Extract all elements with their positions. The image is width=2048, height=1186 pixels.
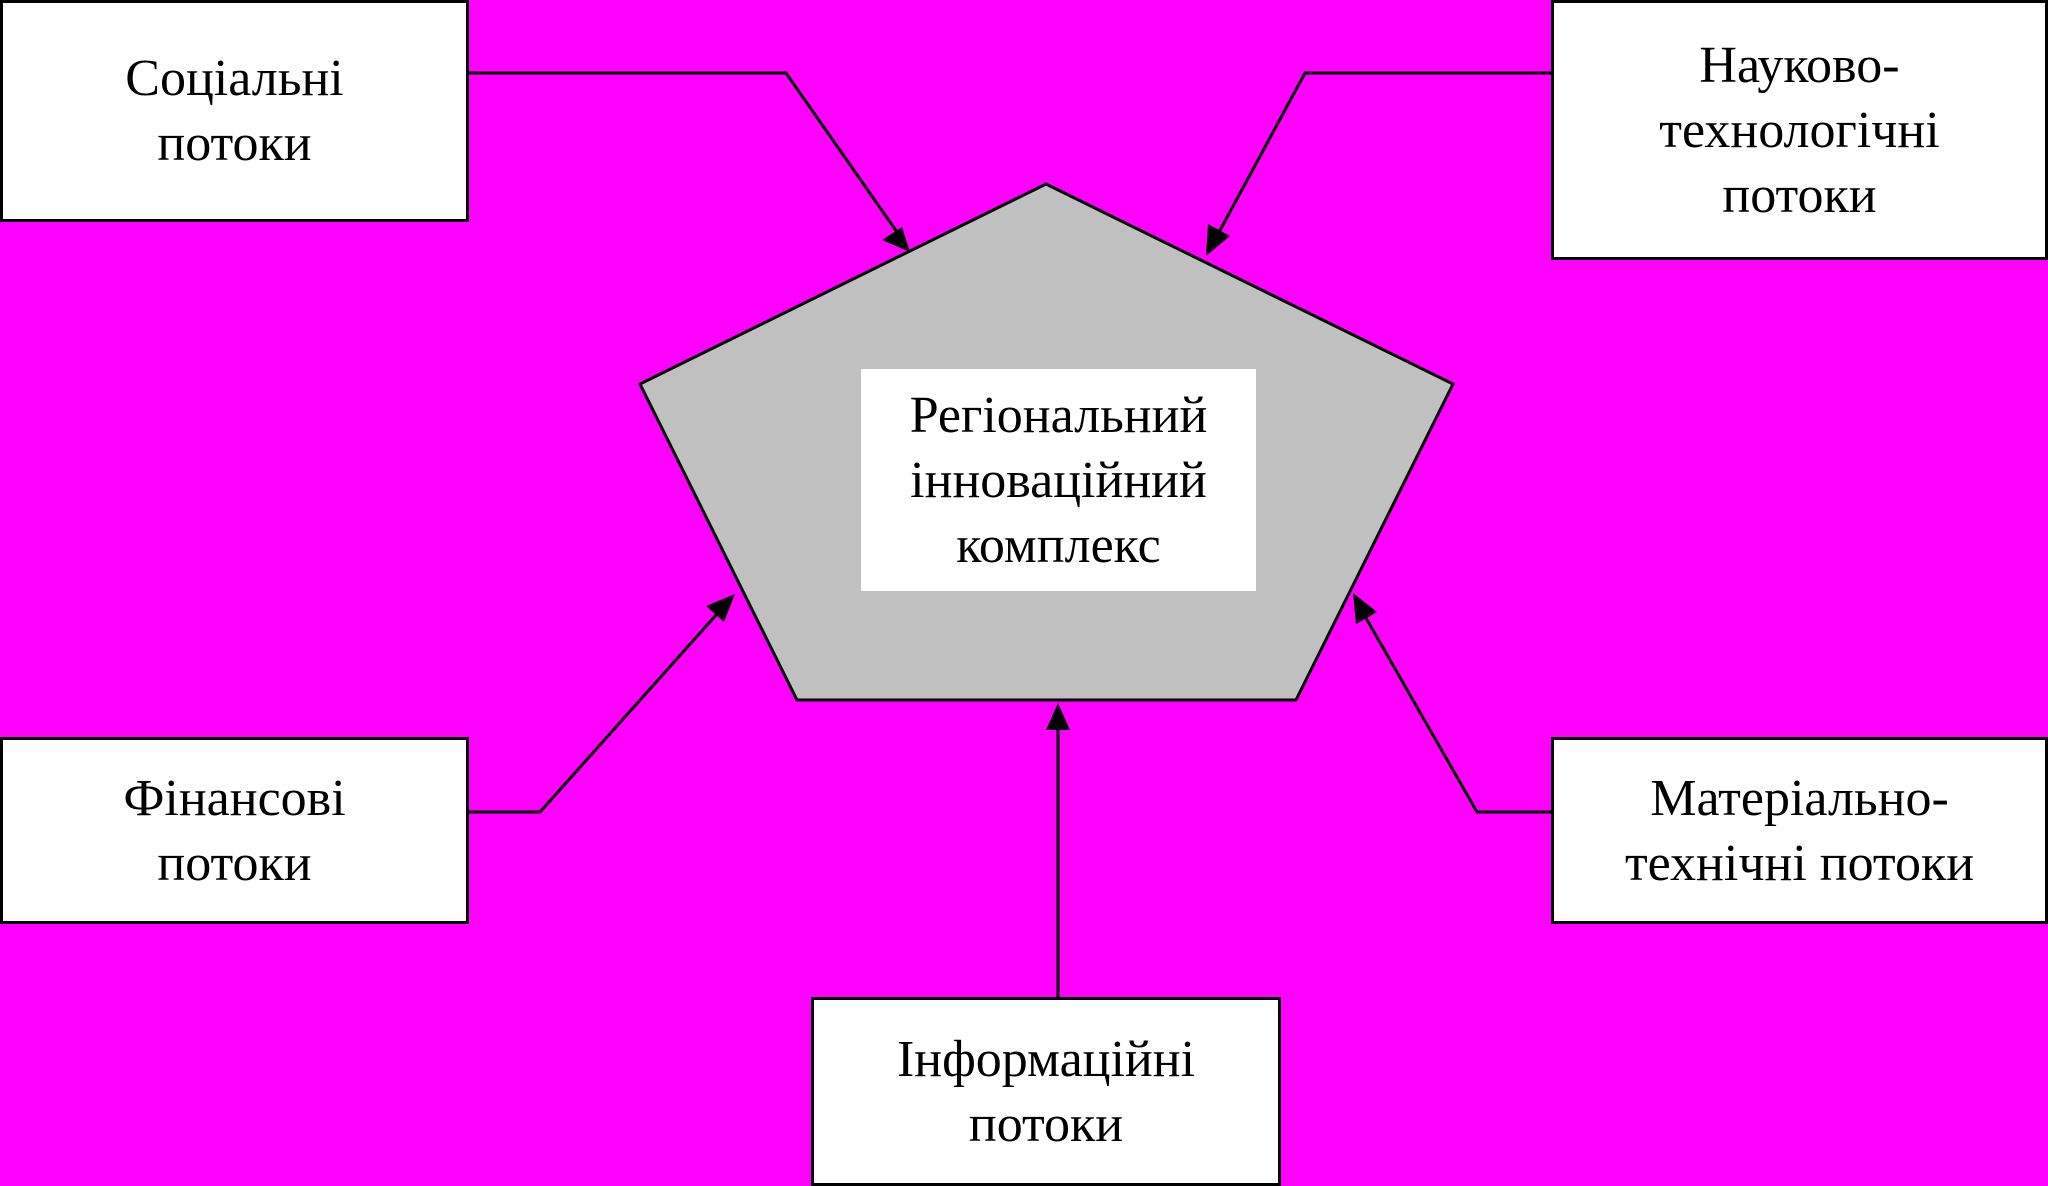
information-flows-line-1: Інформаційні xyxy=(896,1030,1196,1088)
financial-flows-line-2: потоки xyxy=(157,834,312,892)
material-tech-flows-box: Матеріально- технічні потоки xyxy=(1551,737,2048,924)
science-tech-flows-line-3: потоки xyxy=(1722,166,1877,224)
financial-flows-line-1: Фінансові xyxy=(123,769,346,827)
material-tech-flows-line-1: Матеріально- xyxy=(1650,769,1949,827)
social-flows-line-2: потоки xyxy=(157,115,312,172)
social-flows-line-1: Соціальні xyxy=(125,50,344,107)
financial-flows-box: Фінансові потоки xyxy=(0,737,469,924)
arrow-material-tech-to-center xyxy=(1353,593,1552,814)
information-flows-line-2: потоки xyxy=(968,1095,1124,1153)
material-tech-flows-line-2: технічні потоки xyxy=(1624,834,1975,892)
information-flows-box: Інформаційні потоки xyxy=(811,997,1281,1186)
center-label-line-1: Регіональний xyxy=(909,386,1208,444)
science-tech-flows-line-2: технологічні xyxy=(1659,101,1940,159)
arrow-information-to-center xyxy=(1046,703,1070,998)
center-label: Регіональний інноваційний комплекс xyxy=(861,369,1256,591)
center-label-line-2: інноваційний xyxy=(910,451,1207,509)
arrow-financial-to-center xyxy=(468,594,735,814)
social-flows-box: Соціальні потоки xyxy=(0,0,469,222)
science-tech-flows-box: Науково- технологічні потоки xyxy=(1551,0,2048,260)
arrow-science-tech-to-center xyxy=(1206,71,1552,256)
center-label-line-3: комплекс xyxy=(956,516,1161,574)
science-tech-flows-line-1: Науково- xyxy=(1699,36,1900,94)
arrow-social-to-center xyxy=(468,71,910,252)
